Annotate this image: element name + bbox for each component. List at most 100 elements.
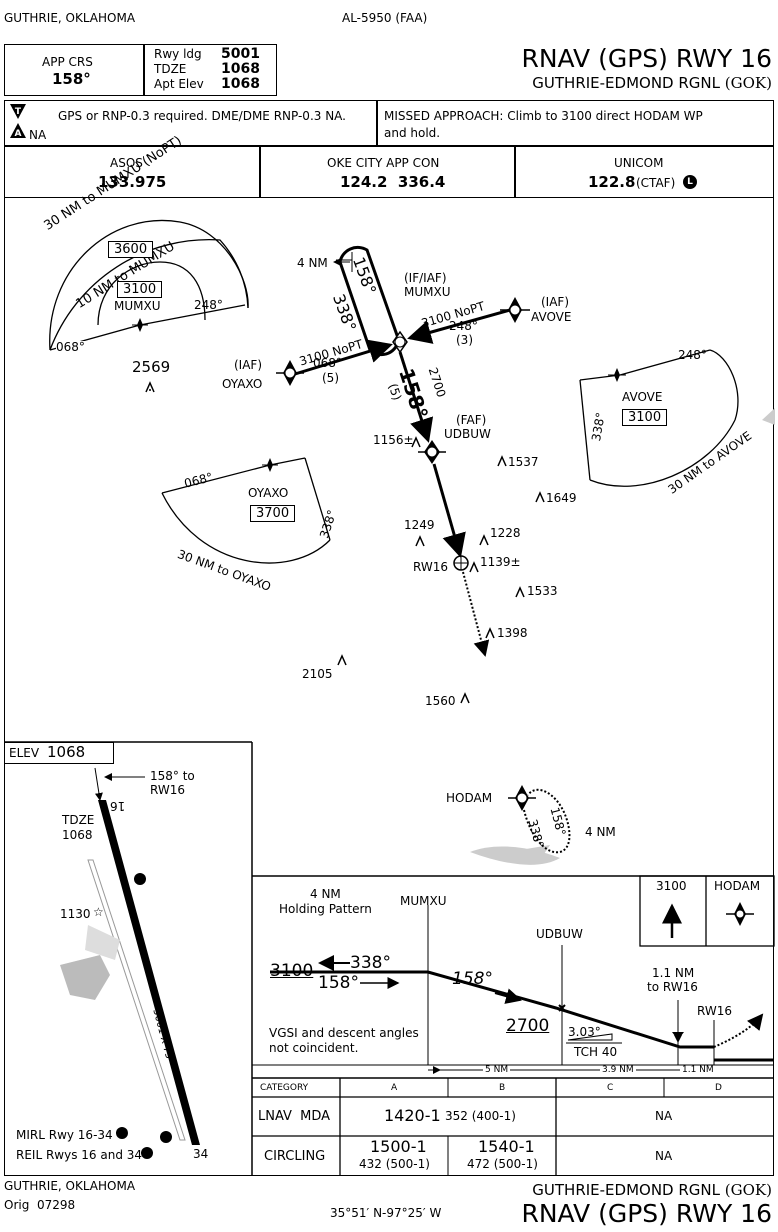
final-segment: [432, 463, 466, 558]
obstacle-1537: 1537: [508, 455, 539, 469]
elev-box: [4, 742, 114, 764]
circ-b-main: 1540-1: [478, 1137, 535, 1156]
mumxu-taa-brg-right: 248°: [194, 298, 223, 312]
udbuw-faf-icon: [418, 440, 446, 464]
seg-5nm: 5 NM: [483, 1065, 511, 1075]
footer-city-state: GUTHRIE, OKLAHOMA: [4, 1179, 136, 1193]
obstacle-1130: 1130: [60, 907, 91, 921]
na-note: NA: [29, 128, 47, 142]
apt-elev-value: 1068: [221, 76, 260, 92]
mumxu-taa-brg-left: 068°: [56, 340, 85, 354]
oyaxo-taa-alt: 3700: [250, 505, 296, 522]
profile-alt-2700: 2700: [506, 1016, 550, 1036]
reil-lighting-icon: [141, 1147, 153, 1159]
sketch-tdze-value: 1068: [62, 828, 93, 842]
tdze-label: TDZE: [154, 62, 187, 76]
category-c: C: [607, 1083, 614, 1093]
obstacle-1249: 1249: [404, 518, 435, 532]
hodam-dist: 4 NM: [585, 825, 616, 839]
category-b: B: [499, 1083, 506, 1093]
comms-box: [4, 146, 774, 198]
mirl-lighting-icon: [116, 1127, 128, 1139]
oyaxo-seg-brg: 068°: [313, 356, 342, 370]
rwy-ldg-label: Rwy ldg: [154, 47, 202, 61]
comm-asos-value: 133.975: [98, 173, 167, 191]
lnav-cd: NA: [655, 1109, 673, 1123]
obstacle-2569: 2569: [132, 358, 171, 376]
stepdown-fix-icon: [558, 1004, 566, 1012]
missed-approach-text-2: and hold.: [384, 126, 441, 140]
tdze-value: 1068: [221, 61, 260, 77]
reil-note: REIL Rwys 16 and 34: [16, 1148, 143, 1162]
profile-tch: TCH 40: [574, 1045, 618, 1059]
airport-name-line: GUTHRIE-EDMOND RGNL (GOK): [532, 76, 772, 91]
footer-coords: 35°51′ N-97°25′ W: [330, 1206, 442, 1220]
if-iaf-label: (IF/IAF): [404, 271, 447, 285]
faf-label: (FAF): [456, 413, 487, 427]
oyaxo-segment: [294, 339, 393, 376]
ma-alt: 3100: [656, 879, 687, 893]
header-data-box: [4, 44, 277, 96]
avove-iaf-label: (IAF): [541, 295, 570, 309]
avove-taa-name: AVOVE: [622, 390, 663, 404]
circ-a-main: 1500-1: [370, 1137, 427, 1156]
gps-note: GPS or RNP-0.3 required. DME/DME RNP-0.3…: [58, 109, 346, 123]
faf-name: UDBUW: [444, 427, 491, 441]
intermediate-segment: [398, 351, 434, 443]
profile-brg-338: 338°: [350, 953, 391, 973]
circ-a-sub: 432 (500-1): [359, 1157, 430, 1171]
footer-approach-title: RNAV (GPS) RWY 16: [521, 1199, 772, 1228]
comm-unicom-value: 122.8: [588, 173, 636, 191]
avove-fix-icon: [500, 297, 530, 323]
profile-brg-158: 158°: [318, 973, 359, 993]
elev-value: 1068: [47, 743, 86, 761]
obstacle-1139: 1139±: [480, 555, 521, 569]
obstacle-icon: [145, 381, 155, 393]
mumxu-taa-name: MUMXU: [114, 299, 161, 313]
rwy-ldg-value: 5001: [221, 46, 260, 62]
sketch-tdze-label: TDZE: [62, 813, 95, 827]
profile-vgsi-1: VGSI and descent angles: [269, 1026, 419, 1040]
avove-taa-fix-icon: [608, 368, 626, 382]
obstacle-1228: 1228: [490, 526, 521, 540]
airport-name: GUTHRIE-EDMOND RGNL: [532, 74, 721, 92]
circling-label: CIRCLING: [264, 1149, 326, 1164]
avove-taa-alt: 3100: [622, 409, 668, 426]
notes-box: [4, 100, 774, 146]
airport-sketch: [60, 767, 200, 1145]
oyaxo-seg-dist: (5): [322, 371, 339, 385]
obstacle-icon: [469, 561, 479, 573]
rwy-34-label: 34: [193, 1147, 209, 1161]
seg-39nm: 3.9 NM: [600, 1065, 636, 1075]
comm-asos-label: ASOS: [110, 156, 143, 170]
profile-vgsi-2: not coincident.: [269, 1041, 359, 1055]
profile-udbuw: UDBUW: [536, 927, 583, 941]
plan-view-frame: [4, 198, 774, 1176]
profile-dist-note-2: to RW16: [647, 980, 698, 994]
header-city-state: GUTHRIE, OKLAHOMA: [4, 11, 136, 25]
avove-segment: [407, 308, 511, 344]
comm-unicom-ctaf: (CTAF): [636, 176, 676, 190]
obstacle-2105: 2105: [302, 667, 333, 681]
obstacle-1398: 1398: [497, 626, 528, 640]
obstacle-icon: [485, 627, 495, 639]
course-note: 158° to: [150, 769, 195, 783]
obstacle-1649: 1649: [546, 491, 577, 505]
profile-hold-note-2: Holding Pattern: [279, 902, 372, 916]
mumxu-taa-sector: [49, 219, 249, 351]
lnav-ab-main: 1420-1: [384, 1106, 441, 1125]
avove-seg-dist: (3): [456, 333, 473, 347]
if-iaf-name: MUMXU: [404, 285, 451, 299]
obstacle-1533: 1533: [527, 584, 558, 598]
obstacle-icon: [479, 534, 489, 546]
seg-11nm: 1.1 NM: [680, 1065, 716, 1075]
oyaxo-taa-name: OYAXO: [248, 486, 289, 500]
hodam-fix-icon: [508, 785, 536, 811]
avove-name: AVOVE: [531, 310, 572, 324]
profile-dist-note-1: 1.1 NM: [652, 966, 695, 980]
obstacle-icon: [337, 654, 347, 666]
hodam-name: HODAM: [446, 791, 493, 805]
mumxu-alt-outer: 3600: [108, 241, 154, 258]
missed-approach-text: MISSED APPROACH: Climb to 3100 direct HO…: [384, 109, 703, 123]
